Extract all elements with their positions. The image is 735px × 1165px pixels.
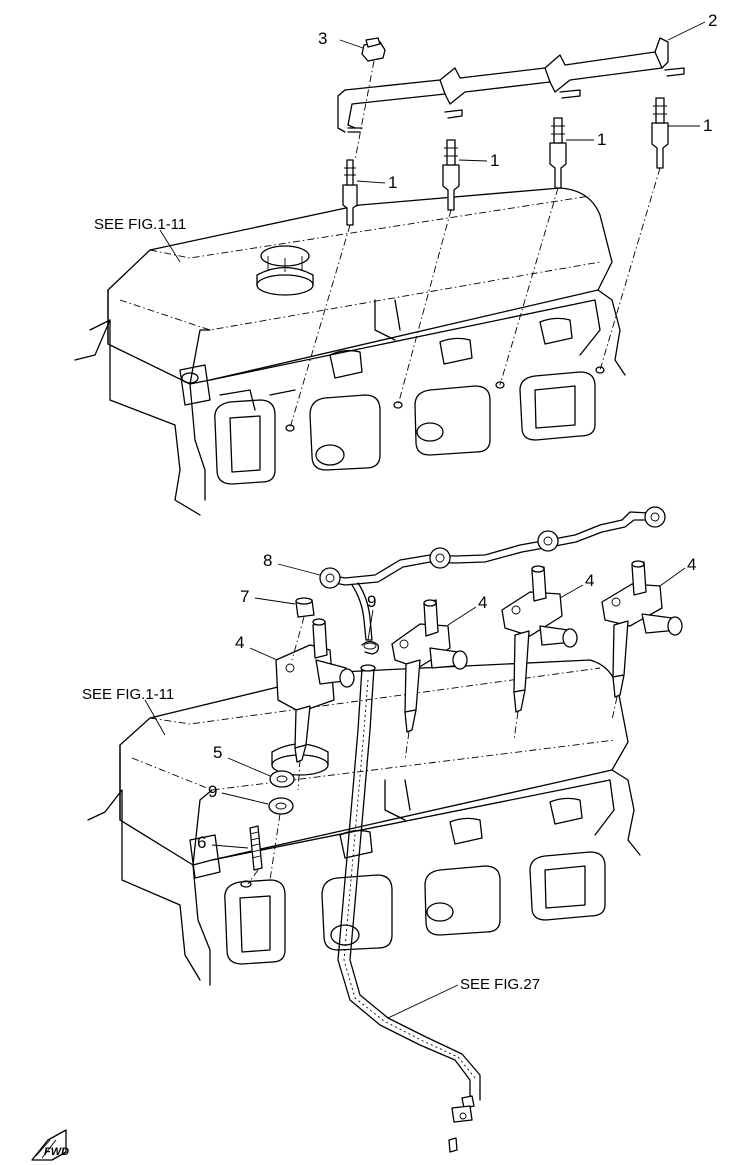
fwd-logo-text: FWD bbox=[44, 1146, 69, 1158]
callout-1-d: 1 bbox=[703, 116, 712, 135]
callout-4-b: 4 bbox=[478, 593, 487, 612]
seal-ring bbox=[269, 770, 295, 788]
fuel-injectors bbox=[275, 560, 683, 791]
gasket bbox=[268, 797, 294, 881]
top-callouts: 3 2 1 1 1 1 SEE FIG.1-11 bbox=[94, 11, 717, 263]
see-fig-ref-top: SEE FIG.1-11 bbox=[94, 216, 186, 233]
bottom-callouts: 8 7 9 4 4 4 4 5 9 6 SEE FIG.1-11 SEE FIG… bbox=[82, 551, 696, 1019]
injector-2 bbox=[391, 599, 468, 761]
retaining-nut bbox=[291, 597, 315, 661]
top-oil-filler-cap bbox=[256, 245, 314, 296]
clip bbox=[361, 640, 380, 655]
callout-4-d: 4 bbox=[687, 555, 696, 574]
see-fig-ref-hose: SEE FIG.27 bbox=[460, 976, 540, 993]
callout-9-bottom: 9 bbox=[208, 782, 217, 801]
callout-6: 6 bbox=[197, 833, 206, 852]
injector-1 bbox=[275, 618, 355, 791]
glow-plug-4 bbox=[595, 97, 669, 374]
bottom-exhaust-ports bbox=[224, 851, 606, 965]
glow-plugs bbox=[285, 97, 669, 432]
callout-8: 8 bbox=[263, 551, 272, 570]
callout-4-c: 4 bbox=[585, 571, 594, 590]
callout-9-top: 9 bbox=[367, 592, 376, 611]
callout-2: 2 bbox=[708, 11, 717, 30]
glow-plug-2 bbox=[393, 139, 460, 409]
bottom-cylinder-head-assembly bbox=[87, 659, 641, 986]
glow-plug-connector-plate bbox=[337, 37, 685, 133]
injector-4 bbox=[601, 560, 683, 721]
see-fig-ref-bottom: SEE FIG.1-11 bbox=[82, 686, 174, 703]
top-exhaust-ports bbox=[214, 371, 596, 485]
injector-3 bbox=[501, 565, 578, 741]
callout-1-a: 1 bbox=[388, 173, 397, 192]
fwd-direction-logo: FWD bbox=[31, 1129, 69, 1161]
callout-1-b: 1 bbox=[490, 151, 499, 170]
top-cylinder-head-assembly bbox=[74, 187, 626, 516]
callout-7: 7 bbox=[240, 587, 249, 606]
callout-4-a: 4 bbox=[235, 633, 244, 652]
glow-plug-3 bbox=[495, 117, 567, 389]
terminal-nut bbox=[354, 37, 386, 161]
glow-plug-1 bbox=[285, 159, 358, 432]
fuel-return-line bbox=[319, 506, 666, 641]
return-hose bbox=[337, 664, 481, 1153]
callout-3: 3 bbox=[318, 29, 327, 48]
callout-1-c: 1 bbox=[597, 130, 606, 149]
stud-bolt bbox=[240, 825, 263, 888]
callout-5: 5 bbox=[213, 743, 222, 762]
nozzle-seat-parts bbox=[240, 597, 380, 888]
